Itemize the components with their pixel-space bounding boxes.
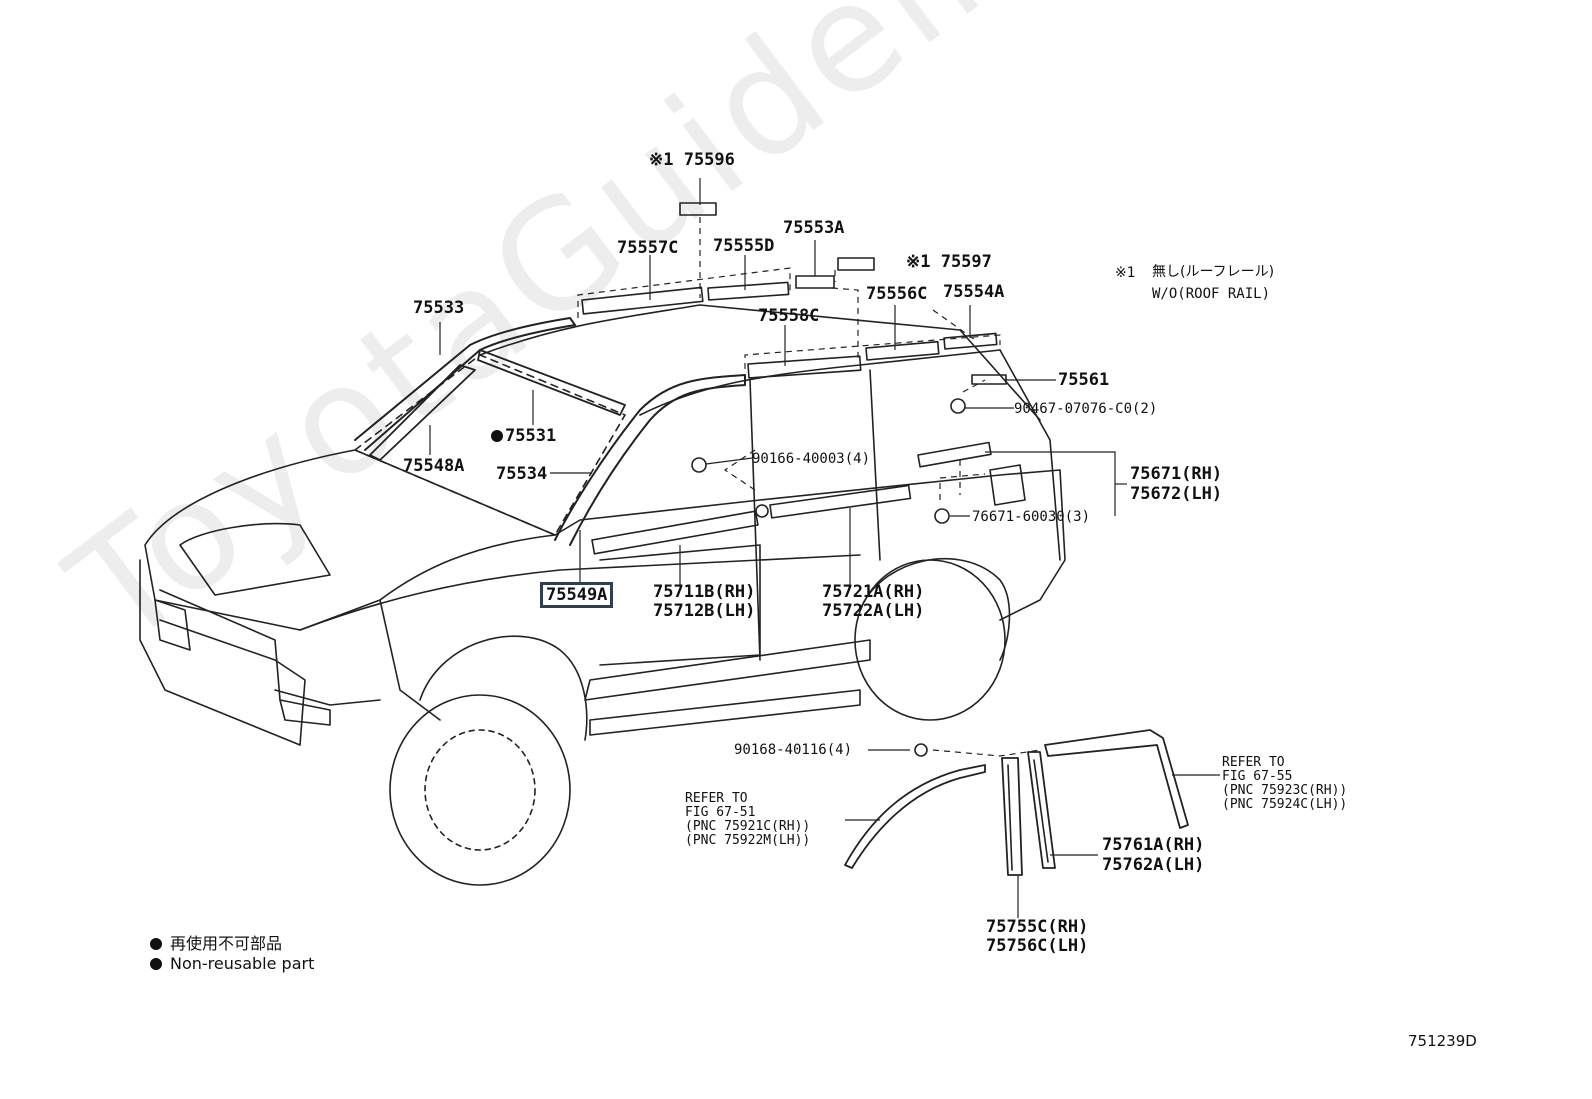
label-75534: 75534 (496, 464, 548, 484)
label-76671: 76671-60030(3) (972, 509, 1091, 525)
fuel-door (989, 464, 1026, 506)
label-75548A: 75548A (403, 456, 465, 476)
part-75761A (1027, 751, 1056, 869)
front-wheel-arch (419, 635, 588, 741)
legend-english-text: Non-reusable part (170, 954, 315, 973)
part-75553A (795, 275, 835, 289)
label-75672: 75672(LH) (1130, 484, 1223, 504)
label-75761A: 75761A(RH) (1102, 835, 1205, 855)
refer-right-line3: (PNC 75923C(RH)) (1222, 783, 1348, 798)
footnote-japanese: 無し(ルーフレール) (1152, 264, 1275, 280)
label-75721A: 75721A(RH) (822, 582, 925, 602)
label-75711B: 75711B(RH) (653, 582, 756, 602)
legend-japanese-text: 再使用不可部品 (170, 934, 283, 953)
vehicle-roof (479, 304, 1041, 421)
refer-left-line1: REFER TO (685, 791, 748, 806)
refer-left-line3: (PNC 75921C(RH)) (685, 819, 811, 834)
figure-number: 751239D (1408, 1032, 1477, 1050)
label-75712B: 75712B(LH) (653, 601, 756, 621)
roof-drip-75533 (354, 317, 576, 451)
part-75711B (591, 510, 759, 555)
front-wheel (389, 694, 571, 886)
label-90166: 90166-40003(4) (752, 451, 871, 467)
part-75671 (917, 441, 992, 468)
label-75596: ※1 75596 (649, 150, 735, 170)
part-75556C (865, 340, 940, 361)
clip-90466 (950, 398, 966, 414)
refer-right-line4: (PNC 75924C(LH)) (1222, 797, 1348, 812)
label-75722A: 75722A(LH) (822, 601, 925, 621)
refer-right-line1: REFER TO (1222, 755, 1285, 770)
label-75755C: 75755C(RH) (986, 917, 1089, 937)
rear-wheel-arch (859, 557, 1011, 661)
part-75558C (747, 355, 862, 379)
label-90168: 90168-40116(4) (734, 742, 853, 758)
legend-english: Non-reusable part (150, 954, 314, 973)
label-75597: ※1 75597 (906, 252, 992, 272)
label-75549A: 75549A (546, 585, 608, 605)
label-75555D: 75555D (713, 236, 775, 256)
part-75555D (707, 281, 790, 301)
label-75557C: 75557C (617, 238, 679, 258)
part-75596 (679, 202, 717, 216)
refer-left-line2[interactable]: FIG 67-51 (685, 805, 756, 820)
footnote-mark: ※1 (1115, 265, 1136, 281)
clip-90166 (691, 457, 707, 473)
footnote-english: W/O(ROOF RAIL) (1152, 286, 1271, 302)
label-75561: 75561 (1058, 370, 1110, 390)
label-90467: 90467-07076-C0(2) (1014, 401, 1158, 417)
label-75556C: 75556C (866, 284, 928, 304)
label-75762A: 75762A(LH) (1102, 855, 1205, 875)
part-75557C (581, 286, 704, 315)
moulding-75923 (1044, 729, 1189, 829)
highlighted-part-75549A[interactable]: 75549A (540, 582, 614, 608)
clip-90168 (914, 743, 928, 757)
part-75597 (837, 257, 875, 271)
refer-right-line2[interactable]: FIG 67-55 (1222, 769, 1293, 784)
label-75553A: 75553A (783, 218, 845, 238)
legend-japanese: 再使用不可部品 (150, 930, 282, 954)
label-75756C: 75756C(LH) (986, 936, 1089, 956)
label-75671: 75671(RH) (1130, 464, 1223, 484)
rear-wheel (854, 559, 1006, 721)
clip-76671 (934, 508, 950, 524)
moulding-75921 (844, 764, 986, 869)
rocker-panel (589, 689, 861, 736)
vehicle-front-bumper (139, 559, 306, 746)
label-75554A: 75554A (943, 282, 1005, 302)
non-reusable-dot-icon (150, 938, 162, 950)
label-75531: 75531 (505, 426, 557, 446)
vehicle-side-body (554, 469, 1066, 621)
part-75755C (1001, 757, 1023, 876)
moulding-75548A (369, 364, 476, 461)
non-reusable-dot-icon (150, 958, 162, 970)
refer-left-line4: (PNC 75922M(LH)) (685, 833, 811, 848)
moulding-75531 (477, 349, 626, 416)
vehicle-grille (179, 522, 331, 596)
label-75558C: 75558C (758, 306, 820, 326)
vehicle-hood-outline (144, 449, 556, 631)
label-75533: 75533 (413, 298, 465, 318)
part-75721A (769, 484, 912, 519)
